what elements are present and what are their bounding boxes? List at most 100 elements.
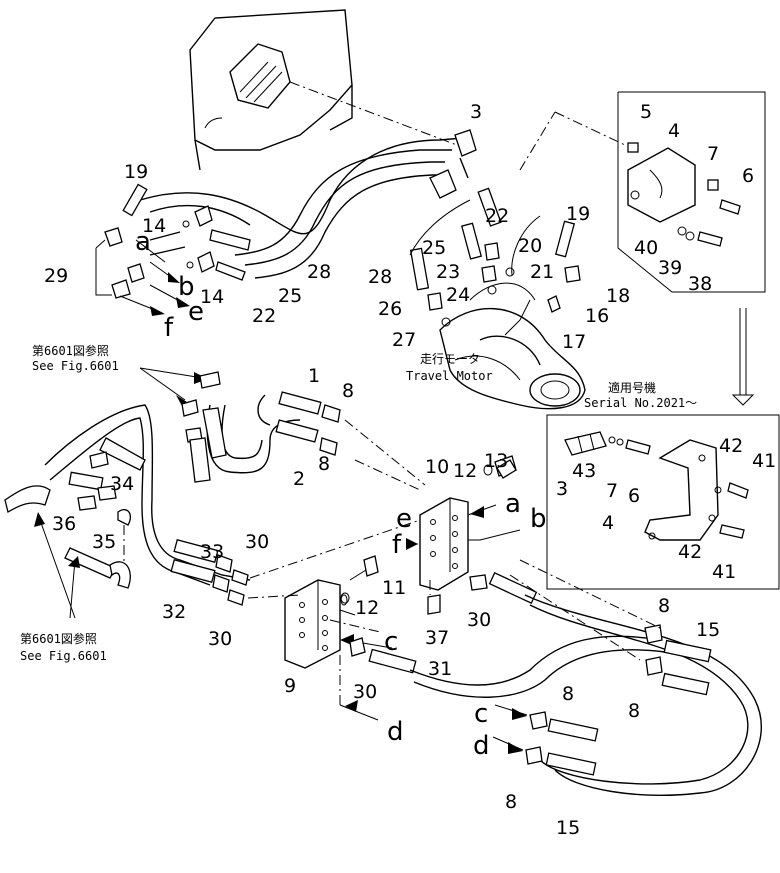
right-lower-hoses [349,559,762,796]
callout-19-right: 19 [566,203,590,225]
connection-letters: a b e f a b e f c d c d [135,227,547,761]
callout-23: 23 [436,261,460,283]
callout-40: 40 [634,237,658,259]
inset-callout-4: 4 [602,512,614,534]
letter-c-hose: c [474,699,488,729]
letter-e-upper: e [188,297,204,327]
callout-30-d: 30 [353,681,377,703]
callout-8-f: 8 [505,791,517,813]
letter-d-hose: d [473,731,490,761]
callout-25-left: 25 [278,285,302,307]
letter-b-lower: b [530,504,547,534]
callout-29: 29 [44,265,68,287]
tank-outline [189,9,471,171]
callout-17: 17 [562,331,586,353]
lower-right-inset [546,414,780,590]
callout-1: 1 [308,365,320,387]
callout-6: 6 [742,165,754,187]
callout-12-top: 12 [453,460,477,482]
letter-a-upper: a [135,227,151,257]
center-fittings [409,111,626,327]
callout-30-a: 30 [245,531,269,553]
callout-39: 39 [658,257,682,279]
callout-8-e: 8 [562,683,574,705]
letter-f-lower: f [392,530,402,560]
lower-left-hoses [4,367,341,619]
callout-3: 3 [470,101,482,123]
serial-label-jp: 適用号機 [608,380,656,395]
letter-f-upper: f [164,313,174,343]
letter-c-block: c [384,627,398,657]
inset-callout-41-top: 41 [752,450,776,472]
callout-31: 31 [428,658,452,680]
travel-motor-label-en: Travel Motor [406,369,493,383]
see-fig-note-bottom-jp: 第6601図参照 [20,631,97,646]
callout-8-c: 8 [658,595,670,617]
upper-right-inset [617,91,766,406]
letter-b-upper: b [178,272,195,302]
callout-7: 7 [707,143,719,165]
travel-motor [439,282,586,410]
callout-19-left: 19 [124,161,148,183]
callout-15-top: 15 [696,619,720,641]
lower-hose-ends [170,419,426,606]
callout-16: 16 [585,305,609,327]
callout-27: 27 [392,329,416,351]
callout-20: 20 [518,235,542,257]
see-fig-note-top-jp: 第6601図参照 [32,343,109,358]
callout-8-b: 8 [318,453,330,475]
callout-22-right: 22 [485,205,509,227]
callout-28-upper: 28 [307,261,331,283]
callout-36: 36 [52,513,76,535]
callout-18: 18 [606,285,630,307]
callout-13: 13 [484,450,508,472]
callout-30-c: 30 [467,609,491,631]
serial-label-en: Serial No.2021～ [584,396,697,410]
callout-15-bottom: 15 [556,817,580,839]
small-hardware [340,459,517,606]
reference-notes: 第6601図参照 See Fig.6601 第6601図参照 See Fig.6… [20,343,697,663]
see-fig-note-top-en: See Fig.6601 [32,359,119,373]
callout-11: 11 [382,577,406,599]
upper-hose-bundle [139,129,477,279]
callout-30-b: 30 [208,628,232,650]
callout-35: 35 [92,531,116,553]
see-fig-note-bottom-en: See Fig.6601 [20,649,107,663]
callout-32: 32 [162,601,186,623]
inset-callout-6: 6 [628,485,640,507]
travel-motor-label-jp: 走行モータ [420,352,480,366]
callout-5: 5 [640,101,652,123]
callout-26: 26 [378,298,402,320]
inset-callout-7: 7 [606,480,618,502]
callout-14-bottom: 14 [200,286,224,308]
callout-4: 4 [668,120,680,142]
callout-10: 10 [425,456,449,478]
letter-d-block: d [387,717,404,747]
callout-28-lower: 28 [368,266,392,288]
letter-e-lower: e [396,504,412,534]
inset-callout-3: 3 [556,478,568,500]
letter-a-lower: a [505,489,521,519]
left-fittings [95,183,251,316]
callout-38: 38 [688,273,712,295]
callout-37: 37 [425,627,449,649]
inset-callout-42-top: 42 [719,435,743,457]
inset-callout-41-bottom: 41 [712,561,736,583]
callout-14-top: 14 [142,215,166,237]
inset-callout-43: 43 [572,460,596,482]
callout-8-a: 8 [342,380,354,402]
callout-9: 9 [284,675,296,697]
callout-33: 33 [200,541,224,563]
callout-2: 2 [293,468,305,490]
callout-12-bottom: 12 [355,597,379,619]
callout-8-d: 8 [628,700,640,722]
callout-22-left: 22 [252,305,276,327]
callout-34: 34 [110,473,134,495]
inset-callout-42-bottom: 42 [678,541,702,563]
callout-21: 21 [530,261,554,283]
callout-24: 24 [446,284,470,306]
fill-cap [229,43,291,109]
callout-numbers: 3 5 4 7 6 40 39 38 19 14 29 14 22 25 28 … [44,101,776,839]
